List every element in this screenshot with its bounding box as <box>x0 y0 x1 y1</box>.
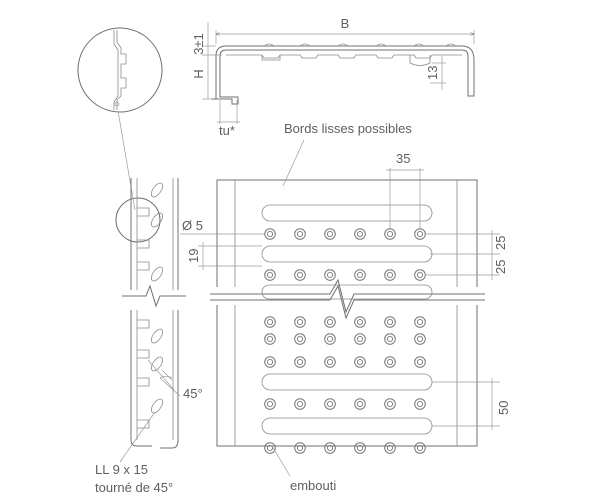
dim-50-label: 50 <box>496 401 511 415</box>
dimension-h: 3±1 H <box>191 22 222 100</box>
dim-25-top-label: 25 <box>493 236 508 250</box>
embouti-label: embouti <box>290 478 336 493</box>
dim-19-label: 19 <box>186 249 201 263</box>
dim-13-label: 13 <box>425 66 440 80</box>
dimension-13: 13 <box>425 56 446 90</box>
dimension-b: B <box>216 16 474 44</box>
detail-circle <box>77 27 163 113</box>
plan-view: Bords lisses possibles 35 Ø 5 19 25 25 5… <box>180 121 511 493</box>
angle-label: 45° <box>183 386 203 401</box>
dim-35-label: 35 <box>396 151 410 166</box>
ll-label-line2: tourné de 45° <box>95 480 173 495</box>
detail-source-circle <box>115 197 161 243</box>
dim-o5-label: Ø 5 <box>182 218 203 233</box>
dim-h-label: H <box>191 69 206 78</box>
cross-section-profile <box>211 43 475 105</box>
side-view: 45° LL 9 x 15 tourné de 45° <box>77 27 203 495</box>
dim-25-bottom-label: 25 <box>493 260 508 274</box>
dim-3-label: 3±1 <box>191 33 206 55</box>
dim-b-label: B <box>341 16 350 31</box>
dim-tu-label: tu* <box>219 123 235 138</box>
bords-lisses-label: Bords lisses possibles <box>284 121 412 136</box>
dimension-tu: tu* <box>217 100 240 138</box>
slot-group <box>261 204 433 435</box>
plan-outline <box>216 179 478 447</box>
ll-label-line1: LL 9 x 15 <box>95 462 148 477</box>
